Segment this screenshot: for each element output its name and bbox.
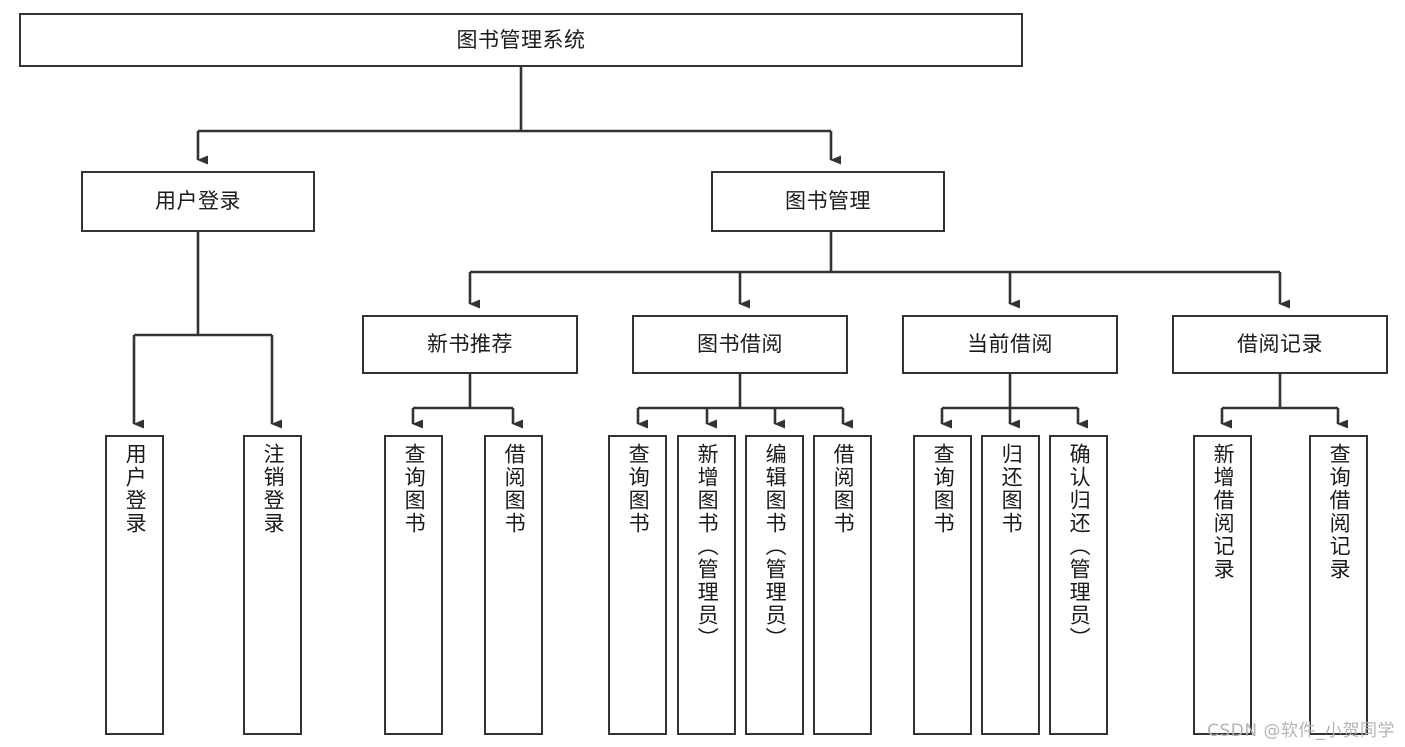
node-label: 借阅图书	[502, 443, 527, 535]
node-label: 图书管理系统	[456, 27, 586, 52]
node-current-borrow[interactable]: 当前借阅	[902, 315, 1118, 374]
node-leaf-record-add-record[interactable]: 新增借阅记录	[1193, 435, 1252, 735]
node-label: 查询图书	[402, 443, 427, 535]
node-new-book-recommend[interactable]: 新书推荐	[362, 315, 578, 374]
node-label: 新书推荐	[427, 332, 513, 357]
node-book-management[interactable]: 图书管理	[711, 171, 945, 232]
node-label: 查询借阅记录	[1327, 443, 1352, 581]
node-leaf-user-login-login[interactable]: 用户登录	[105, 435, 164, 735]
node-leaf-current-confirm-return-admin[interactable]: 确认归还（管理员）	[1049, 435, 1108, 735]
node-leaf-new-book-query[interactable]: 查询图书	[384, 435, 443, 735]
node-leaf-current-query-book[interactable]: 查询图书	[913, 435, 972, 735]
node-leaf-new-book-borrow[interactable]: 借阅图书	[484, 435, 543, 735]
node-leaf-borrow-add-book-admin[interactable]: 新增图书（管理员）	[677, 435, 736, 735]
node-label: 用户登录	[123, 443, 148, 535]
node-label: 借阅记录	[1237, 332, 1323, 357]
node-label: 查询图书	[626, 443, 651, 535]
node-leaf-record-query-record[interactable]: 查询借阅记录	[1309, 435, 1368, 735]
node-label: 图书借阅	[697, 332, 783, 357]
node-root-book-management-system[interactable]: 图书管理系统	[19, 13, 1023, 67]
node-user-login[interactable]: 用户登录	[81, 171, 315, 232]
node-label: 编辑图书（管理员）	[763, 443, 788, 650]
node-label: 归还图书	[999, 443, 1024, 535]
node-leaf-borrow-query-book[interactable]: 查询图书	[608, 435, 667, 735]
node-label: 注销登录	[261, 443, 286, 535]
node-label: 新增借阅记录	[1211, 443, 1236, 581]
node-borrow-record[interactable]: 借阅记录	[1172, 315, 1388, 374]
node-leaf-current-return-book[interactable]: 归还图书	[981, 435, 1040, 735]
node-label: 图书管理	[785, 189, 871, 214]
node-leaf-borrow-edit-book-admin[interactable]: 编辑图书（管理员）	[745, 435, 804, 735]
node-label: 当前借阅	[967, 332, 1053, 357]
node-label: 查询图书	[931, 443, 956, 535]
node-label: 用户登录	[155, 189, 241, 214]
node-label: 确认归还（管理员）	[1067, 443, 1092, 650]
node-leaf-user-login-logout[interactable]: 注销登录	[243, 435, 302, 735]
node-leaf-borrow-borrow-book[interactable]: 借阅图书	[813, 435, 872, 735]
node-label: 新增图书（管理员）	[695, 443, 720, 650]
node-label: 借阅图书	[831, 443, 856, 535]
node-book-borrow[interactable]: 图书借阅	[632, 315, 848, 374]
